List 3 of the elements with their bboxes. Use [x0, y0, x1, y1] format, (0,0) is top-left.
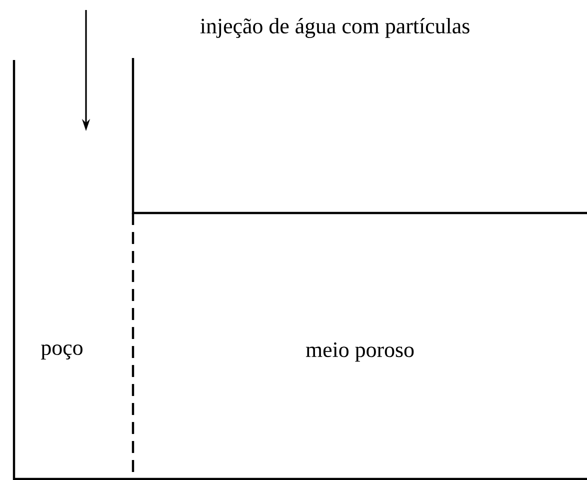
medium-label: meio poroso	[306, 342, 414, 362]
injection-label: injeção de água com partículas	[200, 18, 470, 38]
well-label: poço	[41, 344, 82, 360]
